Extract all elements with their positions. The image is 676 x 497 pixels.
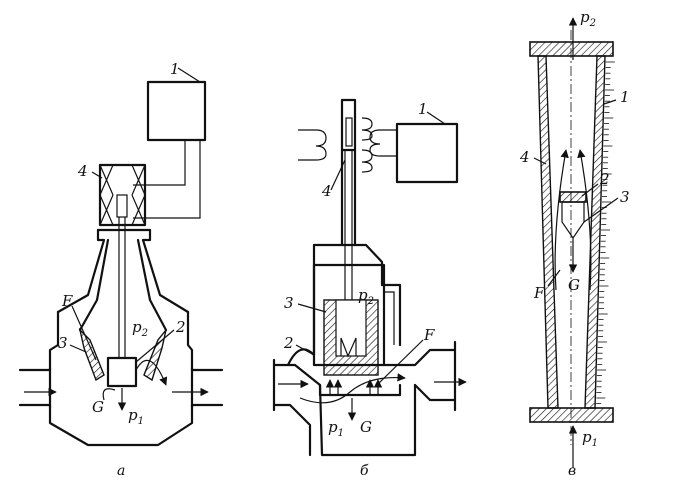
panel-c-leader-f — [547, 269, 561, 287]
panel-a-pipe-bottom — [18, 403, 224, 447]
panel-b: 1 4 p2 3 2 F p1 G б — [272, 98, 467, 479]
panel-a-housing-right — [141, 228, 190, 314]
panel-a-seat-left — [78, 327, 105, 382]
panel-b-label-flow: G — [360, 418, 372, 436]
panel-a-leader-1 — [177, 67, 201, 83]
panel-b-leader-1 — [426, 111, 446, 125]
panel-b-caption: б — [360, 463, 369, 479]
panel-a-housing-left — [56, 228, 106, 314]
panel-a-label-seat: 3 — [58, 334, 68, 352]
panel-c-leader-2 — [581, 183, 599, 197]
panel-b-coil-right — [369, 129, 397, 157]
panel-c-flow-left — [554, 149, 569, 291]
panel-b-leader-2 — [295, 344, 315, 356]
panel-b-label-p1: p1 — [328, 418, 344, 439]
panel-b-coil-lower — [361, 149, 373, 173]
panel-a-inner-left — [78, 238, 110, 332]
panel-b-outlet-bottom — [413, 383, 457, 402]
panel-c-label-flow: G — [568, 276, 580, 294]
panel-c-scale — [596, 61, 615, 405]
panel-b-bypass-inner — [384, 291, 395, 345]
panel-a-label-plug: 2 — [175, 318, 186, 336]
panel-b-piston-tip — [340, 337, 357, 358]
panel-a-label-electromagnet: 4 — [77, 162, 88, 180]
panel-a-wire-top — [133, 140, 186, 186]
panel-b-bypass-outer — [380, 283, 402, 347]
panel-c-bottom-flange — [529, 407, 614, 423]
panel-a-label-area: F — [61, 292, 73, 310]
panel-b-body-lower — [272, 363, 417, 457]
panel-b-label-block: 1 — [418, 100, 428, 118]
panel-c-label-cone: 3 — [620, 188, 630, 206]
panel-b-label-chamber: 3 — [284, 294, 294, 312]
panel-b-sensor-tube — [340, 98, 357, 152]
panel-b-housing-top — [340, 148, 384, 287]
panel-a-leader-4 — [91, 171, 103, 179]
panel-c: p2 1 4 2 3 F G p1 в — [519, 8, 630, 479]
panel-b-partition — [318, 383, 402, 397]
panel-a-inlet-top — [18, 310, 60, 372]
panel-a-label-flow: G — [92, 398, 104, 416]
panel-a-leader-f — [71, 305, 97, 361]
panel-b-coil-upper — [361, 117, 373, 141]
panel-b-flow-curve — [299, 373, 406, 404]
panel-a-seat-right — [143, 329, 167, 382]
panel-c-cone — [561, 201, 585, 240]
panel-a-outlet-top — [186, 310, 224, 372]
panel-c-leader-4 — [533, 157, 547, 165]
panel-a-label-p2: p2 — [132, 318, 148, 339]
panel-a-coil-cross — [99, 164, 146, 226]
panel-a-wire-bottom — [133, 140, 201, 219]
panel-a-leader-3 — [69, 344, 87, 353]
panel-c-float — [559, 191, 587, 203]
panel-b-inlet-bottom — [272, 403, 312, 457]
panel-a-leader-2 — [135, 329, 175, 363]
panel-c-label-area: F — [533, 284, 545, 302]
panel-b-coil-left — [298, 129, 327, 161]
panel-a-label-block: 1 — [170, 60, 180, 78]
panel-c-label-scale: 1 — [620, 88, 630, 106]
panel-b-leader-f — [377, 339, 424, 385]
panel-c-top-flange — [529, 41, 614, 57]
panel-a-core — [116, 194, 128, 218]
panel-a-control-block — [146, 80, 207, 142]
panel-c-wall-right — [584, 55, 606, 409]
panel-b-inlet-curve — [286, 348, 316, 367]
panel-a-label-p1: p1 — [128, 406, 144, 427]
panel-a-flow-curl — [102, 388, 116, 401]
panel-c-wall-left — [537, 55, 559, 409]
panel-b-label-area: F — [423, 326, 435, 344]
panel-b-label-body: 2 — [283, 334, 294, 352]
panel-c-label-float: 2 — [599, 170, 610, 188]
panel-a-caption: а — [117, 463, 125, 479]
panel-b-sensor-core — [345, 117, 353, 147]
panel-a-flow-bypass — [135, 359, 168, 386]
panel-c-leader-3 — [583, 197, 619, 223]
panel-b-label-sensor: 4 — [321, 182, 332, 200]
panel-a-inner-right — [136, 238, 168, 332]
panel-b-control-block — [395, 122, 459, 184]
panel-a-plug — [106, 356, 138, 388]
panel-b-label-p2: p2 — [358, 286, 374, 307]
panel-b-leader-3 — [297, 303, 327, 313]
panel-c-label-p2: p2 — [580, 8, 596, 29]
panel-c-leader-1 — [603, 99, 617, 105]
panel-c-caption: в — [568, 463, 576, 479]
panel-c-label-tube: 4 — [519, 148, 530, 166]
panel-a: 1 4 F 3 2 p2 G p1 а — [18, 60, 224, 479]
panel-c-flow-right — [577, 149, 592, 291]
panel-b-outlet-top — [382, 348, 457, 367]
panel-c-label-p1: p1 — [582, 428, 598, 449]
